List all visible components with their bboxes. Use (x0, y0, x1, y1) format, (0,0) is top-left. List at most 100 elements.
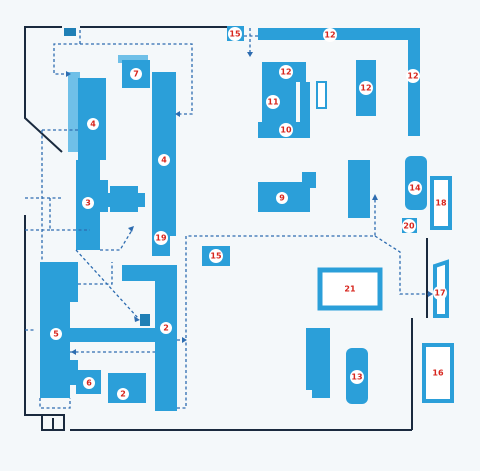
label-badge-circle (408, 181, 422, 195)
label-badge-text: 12 (324, 31, 335, 40)
label-badge-text: 13 (351, 373, 362, 382)
label-badge-b4: 4 (87, 118, 99, 130)
flow-bottom-loop (177, 340, 187, 409)
label-badge-b2b: 2 (117, 388, 129, 400)
label-badge-text: 4 (161, 156, 167, 165)
wall-left-side (24, 215, 42, 416)
label-badge-circle (266, 95, 280, 109)
label-badge-text: 15 (210, 252, 222, 261)
label-badge-b17: 17 (433, 286, 447, 300)
label-badge-b10: 10 (279, 123, 293, 137)
label-badge-b12b: 12 (279, 65, 293, 79)
label-badge-circle (402, 219, 416, 233)
label-badge-text: 20 (403, 222, 415, 231)
label-badge-text: 2 (120, 390, 126, 399)
label-badge-b3: 3 (82, 197, 94, 209)
label-badge-text: 21 (344, 285, 356, 294)
label-badge-text: 3 (85, 199, 91, 208)
equipment-5-conveyor (70, 328, 162, 342)
label-badge-text: 12 (280, 68, 291, 77)
label-badge-b6: 6 (83, 377, 95, 389)
label-badge-circle (359, 81, 373, 95)
arrow-to-4-right (175, 111, 180, 117)
equipment-7-base (118, 55, 148, 63)
label-badge-circle (130, 68, 142, 80)
label-badge-circle (406, 69, 420, 83)
label-badge-text: 17 (434, 289, 445, 298)
equipment-3-tail (100, 180, 108, 212)
equipment-11-side (300, 82, 310, 122)
arrow-to-8 (372, 194, 378, 200)
label-badge-text: 10 (280, 126, 292, 135)
label-badge-text: 7 (133, 70, 139, 79)
label-badge-circle (276, 192, 288, 204)
label-badge-b20: 20 (402, 219, 416, 233)
arrow-to-4 (66, 71, 71, 77)
label-badge-circle (209, 249, 223, 263)
label-badge-b18: 18 (434, 196, 448, 210)
flow-to-19 (100, 229, 133, 251)
equipment-5-tab-bottom (70, 360, 78, 385)
label-badge-circle (433, 286, 447, 300)
label-badge-circle (431, 366, 445, 380)
label-badge-text: 5 (53, 330, 59, 339)
label-badge-b15b: 15 (209, 249, 223, 263)
label-badge-circle (82, 197, 94, 209)
wall-left-upper (24, 26, 63, 153)
label-badge-circle (154, 231, 168, 245)
equipment-3-head (110, 186, 138, 212)
label-badge-circle (83, 377, 95, 389)
equipment-11-right (284, 82, 296, 122)
label-badge-b21: 21 (343, 282, 357, 296)
label-badge-text: 12 (360, 84, 371, 93)
equipment-5-small (140, 314, 150, 326)
label-badge-b4b: 4 (158, 154, 170, 166)
label-badge-b2: 2 (160, 322, 172, 334)
label-badge-circle (279, 65, 293, 79)
equipment-labels: 2 2 3 4 4 5 6 7 9 10 11 12 12 12 12 13 14 15 15 16 17 18 19 20 2… (50, 27, 448, 400)
label-badge-b16: 16 (431, 366, 445, 380)
label-badge-text: 16 (432, 369, 444, 378)
equipment-4-hopper (68, 72, 80, 152)
label-badge-b5: 5 (50, 328, 62, 340)
label-badge-text: 2 (163, 324, 169, 333)
label-badge-text: 15 (229, 30, 241, 39)
arrow-to-17 (428, 291, 433, 297)
label-badge-text: 9 (279, 194, 285, 203)
arrow-2-out (182, 337, 187, 343)
equipment-8 (348, 160, 370, 218)
equipment-13-left (306, 328, 330, 398)
label-badge-b11: 11 (266, 95, 280, 109)
equipment-9 (258, 172, 316, 212)
label-badge-text: 4 (90, 120, 96, 129)
flow-main-top (80, 43, 193, 115)
label-badge-text: 19 (155, 234, 167, 243)
label-badge-circle (228, 27, 242, 41)
flow-5-right (78, 262, 113, 285)
arrow-down-top (247, 52, 253, 57)
label-badge-circle (279, 123, 293, 137)
label-badge-text: 12 (407, 72, 418, 81)
building-walls (24, 26, 428, 431)
label-badge-circle (158, 154, 170, 166)
label-badge-text: 6 (86, 379, 92, 388)
arrow-5-mid (71, 349, 76, 355)
arrow-to-19 (128, 226, 134, 232)
equipment-5-tab-top (70, 262, 78, 302)
label-badge-b7: 7 (130, 68, 142, 80)
label-badge-circle (117, 388, 129, 400)
label-badge-circle (434, 196, 448, 210)
equipment-2-body (155, 265, 177, 411)
equipment-small-frame (316, 81, 327, 109)
label-badge-text: 18 (435, 199, 447, 208)
material-flow (25, 28, 433, 409)
label-badge-circle (160, 322, 172, 334)
label-badge-circle (50, 328, 62, 340)
label-badge-circle (350, 370, 364, 384)
label-badge-b12c: 12 (359, 81, 373, 95)
label-badge-text: 14 (409, 184, 421, 193)
equipment-2-lower (108, 373, 146, 403)
equipment-12-belt (258, 28, 420, 40)
